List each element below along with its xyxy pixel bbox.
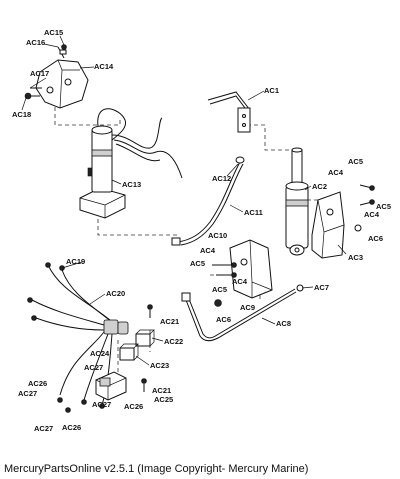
label-ac4-mid: AC4 bbox=[232, 277, 248, 286]
label-ac27-a: AC27 bbox=[84, 363, 103, 372]
exploded-parts-diagram: AC15 AC16 AC14 AC17 AC18 AC1 AC13 AC12 A… bbox=[12, 28, 391, 433]
label-ac26-a: AC26 bbox=[28, 379, 47, 388]
ac13-pump-motor bbox=[79, 108, 127, 219]
label-ac26-b: AC26 bbox=[124, 402, 143, 411]
label-ac4-right: AC4 bbox=[364, 210, 380, 219]
label-ac20: AC20 bbox=[106, 289, 125, 298]
label-ac12: AC12 bbox=[212, 174, 231, 183]
ac4-ac5-bolts-right bbox=[354, 184, 375, 232]
label-ac6-left: AC6 bbox=[216, 315, 231, 324]
label-ac11: AC11 bbox=[244, 208, 263, 217]
label-ac14: AC14 bbox=[94, 62, 114, 71]
ac11-hydraulic-line bbox=[171, 156, 245, 246]
label-ac15: AC15 bbox=[44, 28, 63, 37]
label-ac5-left: AC5 bbox=[190, 259, 205, 268]
ac17-ac18-bolt bbox=[24, 87, 42, 100]
label-ac4-top: AC4 bbox=[328, 168, 344, 177]
ac20-wiring-harness bbox=[27, 262, 129, 406]
label-ac4-left: AC4 bbox=[200, 246, 216, 255]
label-ac9: AC9 bbox=[240, 303, 255, 312]
ac22-relay bbox=[135, 329, 155, 347]
label-ac27-d: AC27 bbox=[34, 424, 53, 433]
label-ac23: AC23 bbox=[150, 361, 169, 370]
label-ac19: AC19 bbox=[66, 257, 85, 266]
label-ac21-top: AC21 bbox=[160, 317, 179, 326]
label-ac25: AC25 bbox=[154, 395, 173, 404]
label-ac3: AC3 bbox=[348, 253, 363, 262]
ac4-ac5-bolts-left bbox=[212, 262, 237, 307]
label-ac13: AC13 bbox=[122, 180, 141, 189]
ac15-ac16-bolt bbox=[57, 44, 67, 59]
label-ac5-mid: AC5 bbox=[212, 285, 227, 294]
ac23-relay bbox=[119, 343, 139, 361]
label-ac27-c: AC27 bbox=[92, 400, 111, 409]
label-ac24: AC24 bbox=[90, 349, 110, 358]
label-ac6-right: AC6 bbox=[368, 234, 383, 243]
callout-labels: AC15 AC16 AC14 AC17 AC18 AC1 AC13 AC12 A… bbox=[12, 28, 391, 433]
label-ac22: AC22 bbox=[164, 337, 183, 346]
leader-lines bbox=[21, 35, 347, 366]
label-ac2: AC2 bbox=[312, 182, 327, 191]
label-ac8: AC8 bbox=[276, 319, 291, 328]
ac21-screws bbox=[141, 304, 153, 392]
ac26-relay-bracket bbox=[95, 371, 127, 401]
ac1-bracket bbox=[207, 91, 251, 133]
ac3-cylinder-bracket bbox=[311, 191, 345, 259]
ac26-ac27-terminals bbox=[57, 397, 105, 413]
label-ac17: AC17 bbox=[30, 69, 49, 78]
label-ac26-c: AC26 bbox=[62, 423, 81, 432]
label-ac7: AC7 bbox=[314, 283, 329, 292]
ac2-trim-cylinder bbox=[285, 147, 309, 256]
ac14-mounting-plate bbox=[35, 59, 89, 109]
ac8-hydraulic-line bbox=[181, 284, 304, 342]
label-ac10: AC10 bbox=[208, 231, 227, 240]
label-ac18: AC18 bbox=[12, 110, 31, 119]
label-ac27-b: AC27 bbox=[18, 389, 37, 398]
ac9-cylinder-bracket bbox=[229, 239, 273, 299]
label-ac5-right: AC5 bbox=[376, 202, 391, 211]
label-ac5-top: AC5 bbox=[348, 157, 363, 166]
ac13-wire-harness bbox=[111, 117, 183, 179]
label-ac16: AC16 bbox=[26, 38, 45, 47]
label-ac21-bottom: AC21 bbox=[152, 386, 171, 395]
copyright-footer: MercuryPartsOnline v2.5.1 (Image Copyrig… bbox=[4, 463, 309, 475]
label-ac1: AC1 bbox=[264, 86, 279, 95]
